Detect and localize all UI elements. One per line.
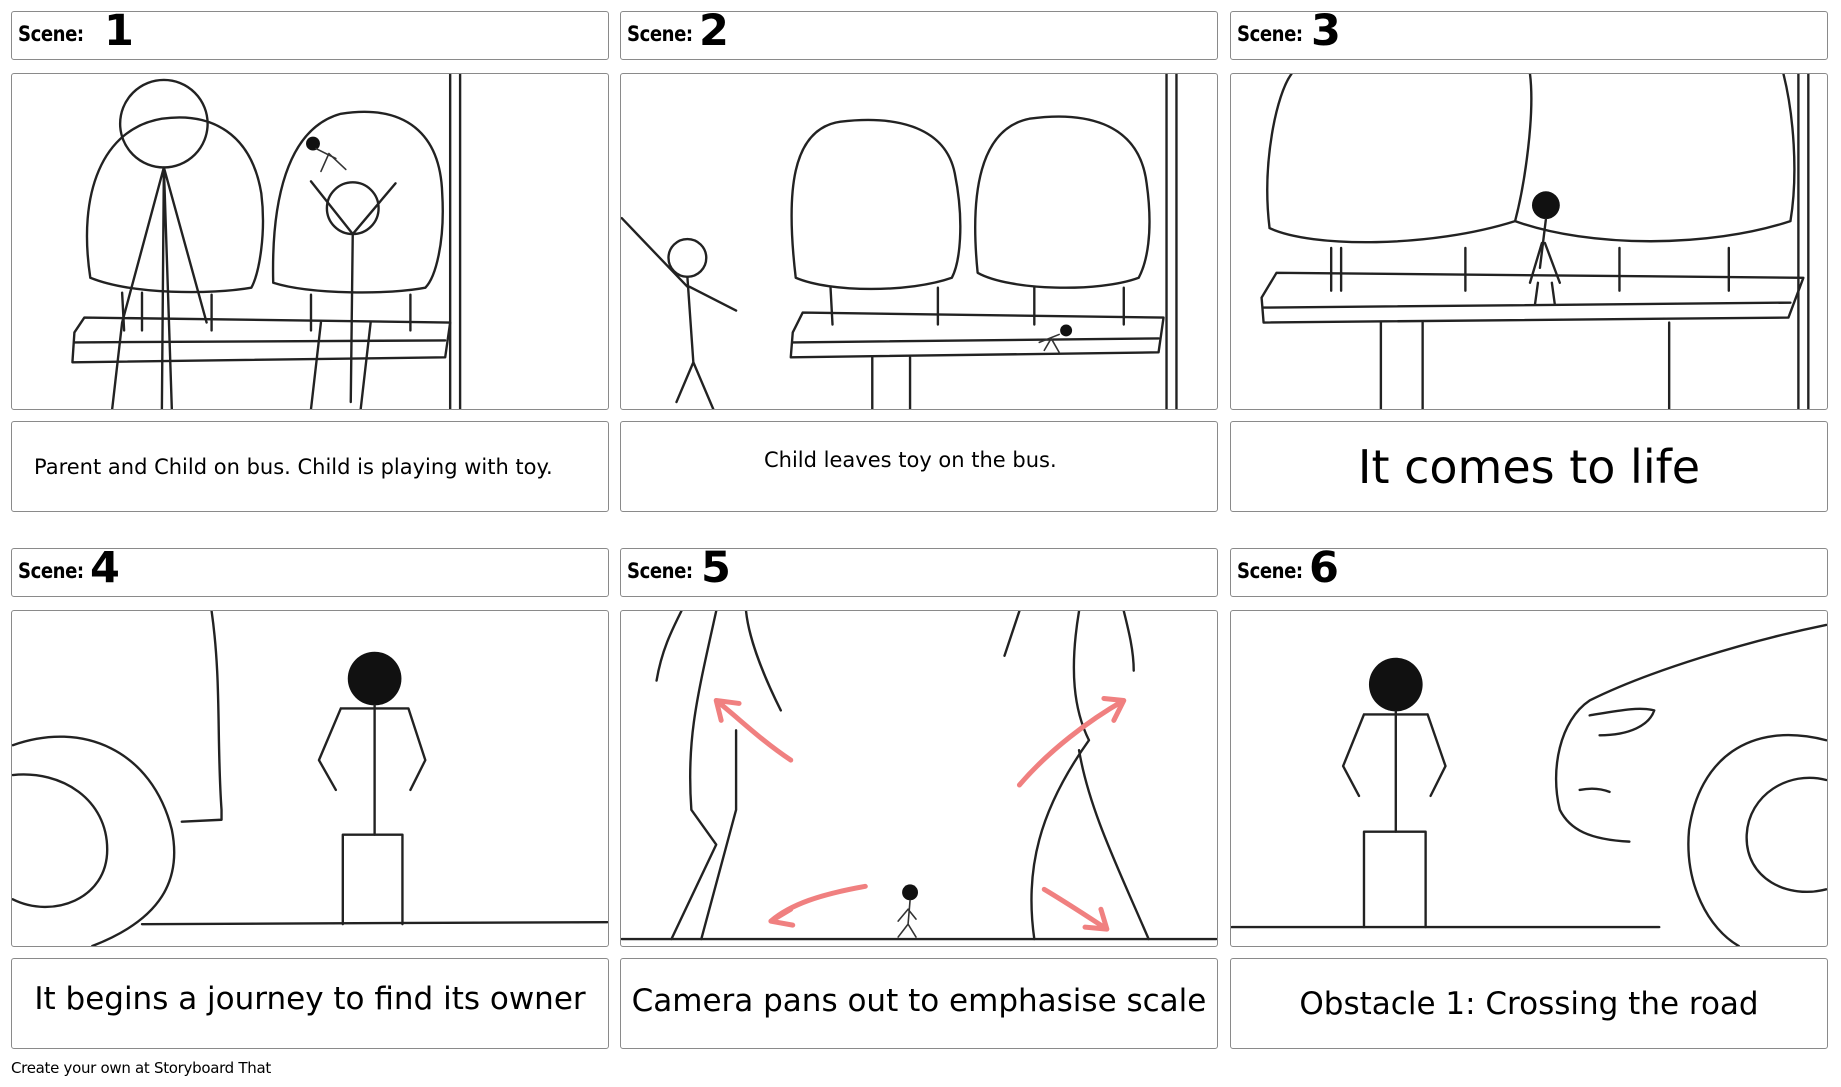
scene-6-header: Scene: 6 [1230,543,1828,597]
scene-5-panel [620,610,1218,947]
scene-4-caption-text: It begins a journey to find its owner [34,981,586,1017]
scene-6-caption: Obstacle 1: Crossing the road [1230,958,1828,1049]
scene-2-number: 2 [699,6,729,56]
scene-5-header: Scene: 5 [620,543,1218,597]
scene-6-label: Scene: [1237,559,1303,583]
scene-3-caption-text: It comes to life [1357,439,1701,494]
scene-6-panel [1230,610,1828,947]
scene-1-number: 1 [104,6,134,56]
scene-1-header: Scene: 1 [11,6,609,60]
scene-6-caption-text: Obstacle 1: Crossing the road [1299,986,1759,1022]
scene-3-drawing [1260,74,1810,409]
storyboard-that-credit[interactable]: Create your own at Storyboard That [11,1059,271,1077]
scene-1-caption: Parent and Child on bus. Child is playin… [11,421,609,512]
scene-5-label: Scene: [627,559,693,583]
scene-2-panel [620,73,1218,410]
scene-4-header: Scene: 4 [11,543,609,597]
scene-3-panel [1230,73,1828,410]
scene-4-caption: It begins a journey to find its owner [11,958,609,1049]
scene-5-caption: Camera pans out to emphasise scale [620,958,1218,1049]
scene-1-caption-text: Parent and Child on bus. Child is playin… [34,454,553,479]
scene-4-panel [11,610,609,947]
scene-4-number: 4 [90,543,120,593]
scene-3-caption: It comes to life [1230,421,1828,512]
scene-3-label: Scene: [1237,22,1303,46]
scene-6-number: 6 [1309,543,1339,593]
scene-2-label: Scene: [627,22,693,46]
scene-2-caption-text: Child leaves toy on the bus. [764,448,1057,472]
scene-1-panel [11,73,609,410]
scene-1-drawing [71,74,462,409]
scene-5-number: 5 [701,543,731,593]
scene-5-caption-text: Camera pans out to emphasise scale [631,983,1207,1019]
scene-6-drawing [1231,623,1827,946]
scene-3-header: Scene: 3 [1230,6,1828,60]
scene-2-header: Scene: 2 [620,6,1218,60]
scene-2-drawing [621,74,1178,409]
scene-2-caption: Child leaves toy on the bus. [620,421,1218,512]
scene-4-drawing [12,611,608,946]
scene-1-label: Scene: [18,22,84,46]
scene-3-number: 3 [1311,6,1341,56]
scene-5-drawing [621,611,1217,941]
scene-4-label: Scene: [18,559,84,583]
